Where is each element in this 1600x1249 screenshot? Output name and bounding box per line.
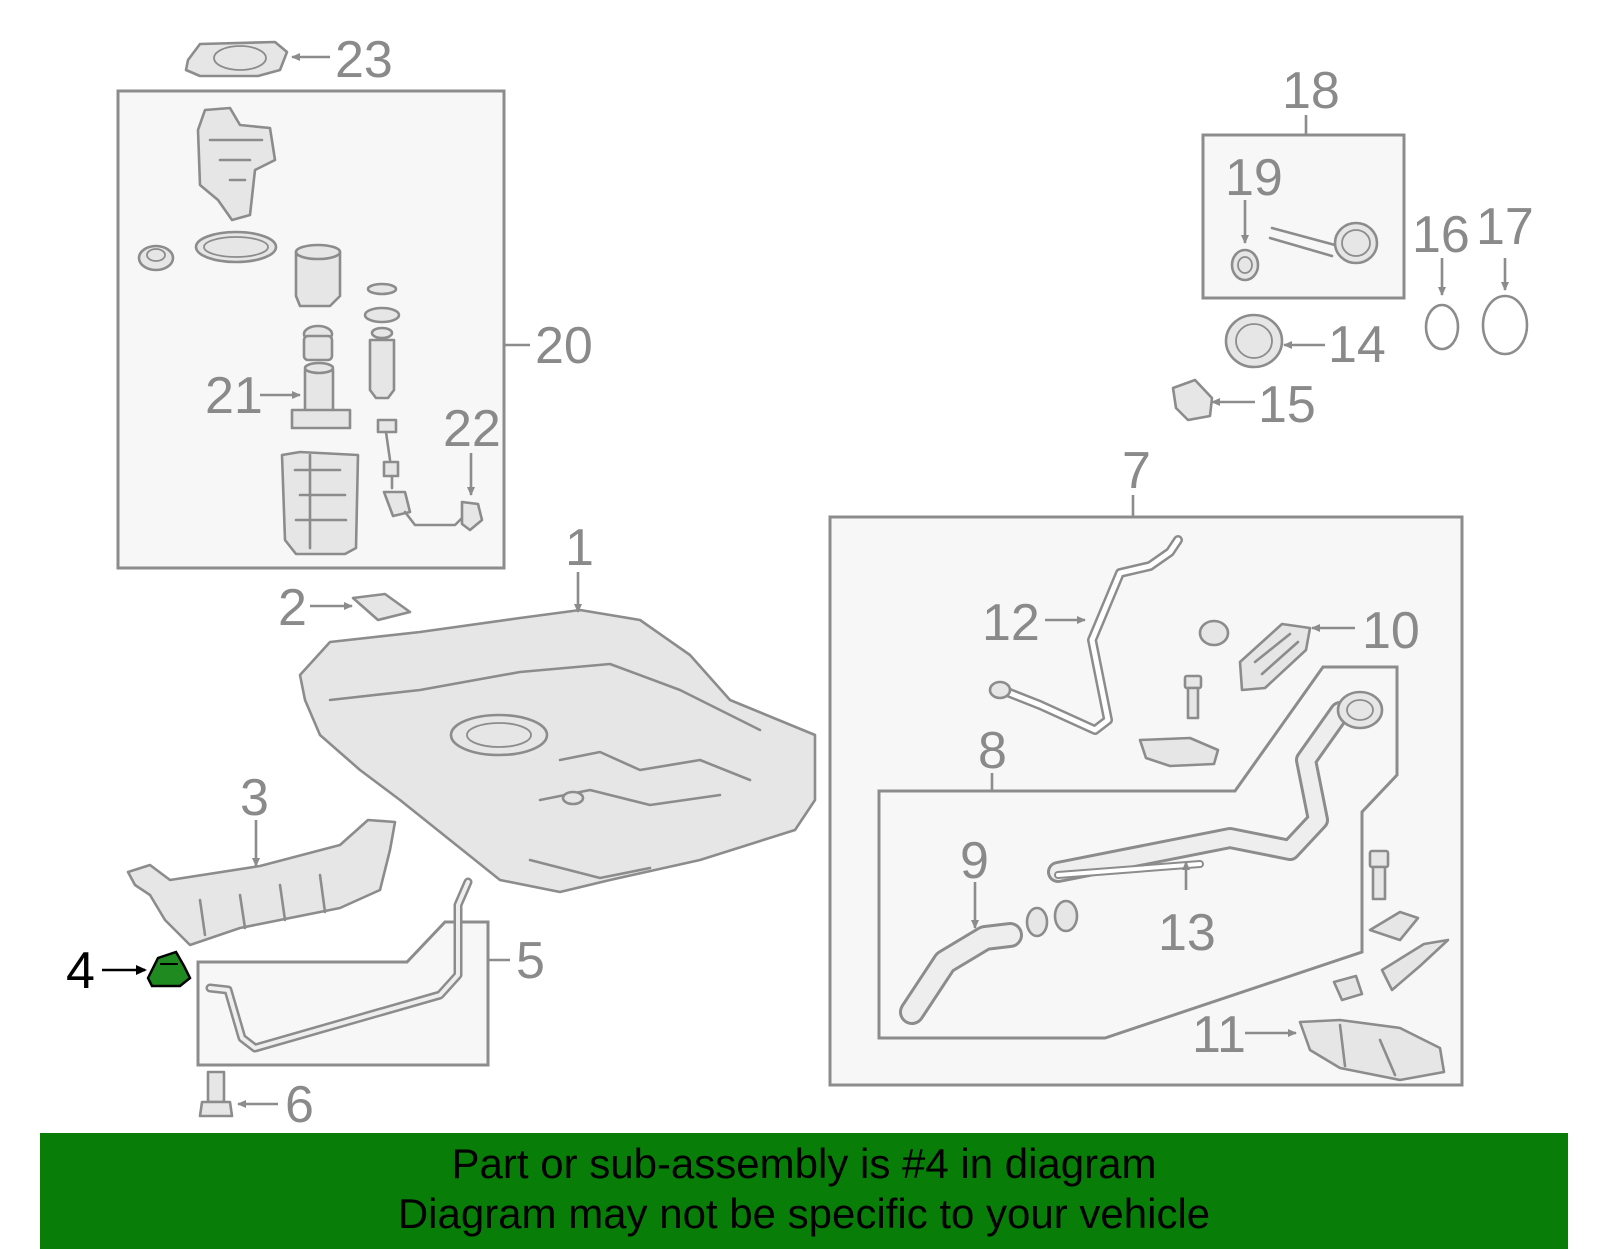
part-15-seal bbox=[1171, 378, 1214, 422]
part-2-pad bbox=[351, 592, 412, 622]
part-23-ring bbox=[213, 45, 267, 71]
callout-20: 20 bbox=[535, 317, 593, 375]
fuel-cap-parts bbox=[1230, 221, 1379, 282]
callout-9: 9 bbox=[960, 832, 989, 890]
fuel-pump-parts bbox=[137, 106, 484, 556]
banner-line-1: Part or sub-assembly is #4 in diagram bbox=[451, 1140, 1157, 1187]
callout-14: 14 bbox=[1328, 316, 1386, 374]
callout-23: 23 bbox=[335, 31, 393, 89]
part-5-strap-box bbox=[196, 920, 490, 1067]
part-23-gasket bbox=[184, 40, 289, 78]
callout-2: 2 bbox=[278, 579, 307, 637]
callout-15: 15 bbox=[1258, 376, 1316, 434]
callout-3: 3 bbox=[240, 769, 269, 827]
callout-10: 10 bbox=[1362, 602, 1420, 660]
part-16-o-ring bbox=[1424, 303, 1460, 351]
callout-4: 4 bbox=[66, 942, 95, 1000]
callout-22: 22 bbox=[443, 400, 501, 458]
callout-labels: 1 2 3 4 5 6 7 8 9 10 11 12 13 14 15 16 1… bbox=[66, 31, 1534, 1134]
part-17-o-ring bbox=[1481, 294, 1529, 356]
callout-21: 21 bbox=[205, 367, 263, 425]
callout-19: 19 bbox=[1225, 149, 1283, 207]
banner-line-2: Diagram may not be specific to your vehi… bbox=[397, 1190, 1211, 1237]
callout-17: 17 bbox=[1476, 198, 1534, 256]
part-4-highlighted bbox=[146, 950, 192, 988]
part-5-strap-inner bbox=[208, 880, 470, 1050]
leader-lines bbox=[102, 53, 1509, 1108]
callout-11: 11 bbox=[1192, 1006, 1246, 1064]
filler-parts bbox=[899, 535, 1450, 1082]
callout-18: 18 bbox=[1282, 62, 1340, 120]
part-6-bolt bbox=[198, 1070, 234, 1118]
info-banner: Part or sub-assembly is #4 in diagram Di… bbox=[40, 1133, 1568, 1249]
callout-1: 1 bbox=[565, 519, 594, 577]
callout-7: 7 bbox=[1122, 442, 1151, 500]
callout-16: 16 bbox=[1412, 206, 1470, 264]
callout-6: 6 bbox=[285, 1076, 314, 1134]
callout-8: 8 bbox=[978, 722, 1007, 780]
callout-13: 13 bbox=[1158, 904, 1216, 962]
part-3-protector bbox=[126, 818, 397, 947]
part-14-inner bbox=[1235, 323, 1273, 359]
part-1-fuel-tank bbox=[298, 608, 817, 894]
part-14-housing bbox=[1224, 313, 1284, 369]
callout-5: 5 bbox=[516, 932, 545, 990]
callout-12: 12 bbox=[982, 594, 1040, 652]
